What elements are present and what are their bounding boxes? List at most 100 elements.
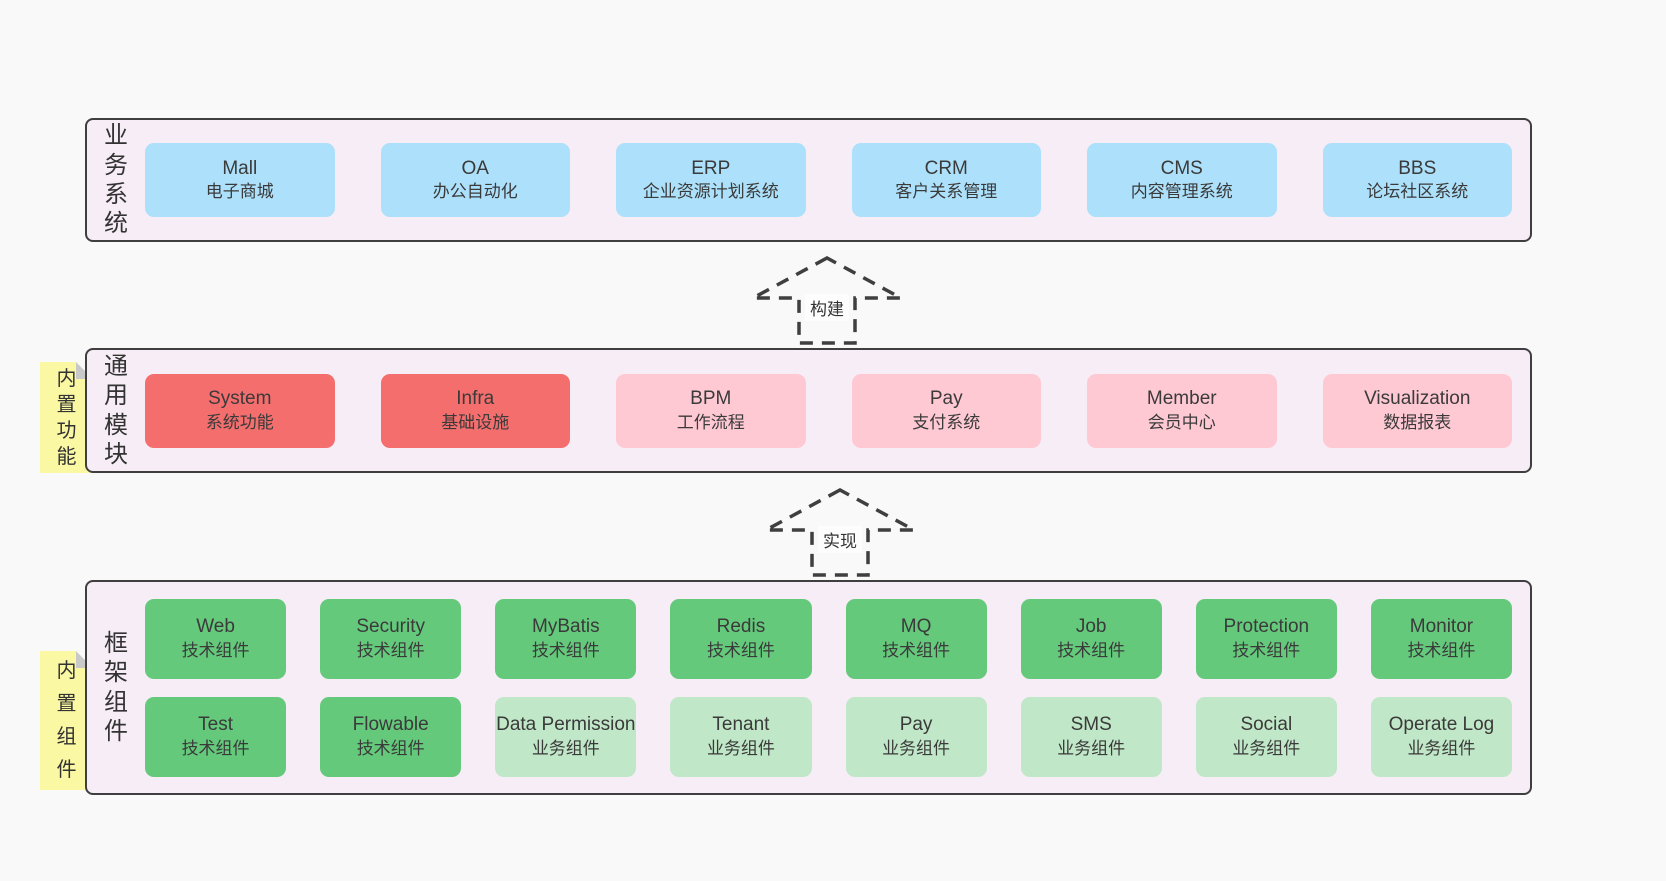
- module-description: 电子商城: [205, 182, 274, 202]
- module-name: Web: [196, 616, 235, 638]
- module-name: CRM: [924, 157, 968, 179]
- module-name: BPM: [690, 388, 732, 410]
- module-name: Protection: [1223, 616, 1310, 638]
- module-name: Pay: [929, 388, 963, 410]
- module-name: ERP: [691, 157, 731, 179]
- module-name: Security: [356, 616, 425, 638]
- module-box-oa: OA 办公自动化: [380, 143, 570, 217]
- module-description: 会员中心: [1147, 412, 1216, 432]
- module-name: MyBatis: [532, 616, 600, 638]
- module-description: 技术组件: [706, 640, 775, 660]
- module-description: 数据报表: [1383, 412, 1452, 432]
- module-name: Infra: [456, 388, 495, 410]
- module-name: Test: [198, 714, 233, 736]
- module-description: 支付系统: [912, 412, 981, 432]
- sticky-note-built-in-components: 内置组件: [40, 651, 93, 790]
- module-name: Flowable: [352, 714, 429, 736]
- section-label-framework-components: 框架组件: [104, 629, 128, 745]
- module-description: 技术组件: [1232, 640, 1301, 660]
- module-description: 技术组件: [1407, 640, 1476, 660]
- module-name: System: [208, 388, 272, 410]
- sticky-note-built-in-features: 内置功能: [40, 362, 93, 473]
- module-box-cms: CMS 内容管理系统: [1087, 143, 1277, 217]
- business-systems-row: Mall 电子商城 OA 办公自动化 ERP 企业资源计划系统 CRM 客户关系管理 CMS 内容…: [145, 143, 1512, 217]
- module-description: 基础设施: [441, 412, 510, 432]
- module-description: 技术组件: [356, 640, 425, 660]
- module-name: SMS: [1070, 714, 1112, 736]
- module-description: 业务组件: [1407, 738, 1476, 758]
- module-description: 客户关系管理: [895, 182, 998, 202]
- module-name: Social: [1240, 714, 1293, 736]
- module-description: 业务组件: [1057, 738, 1126, 758]
- module-description: 工作流程: [676, 412, 745, 432]
- module-description: 技术组件: [882, 640, 951, 660]
- module-description: 技术组件: [531, 640, 600, 660]
- module-description: 技术组件: [181, 640, 250, 660]
- module-name: CMS: [1160, 157, 1203, 179]
- module-name: Tenant: [712, 714, 770, 736]
- sticky-note-label: 内置组件: [56, 659, 77, 781]
- module-description: 业务组件: [531, 738, 600, 758]
- module-description: 企业资源计划系统: [642, 182, 779, 202]
- module-description: 技术组件: [1057, 640, 1126, 660]
- arrow-label-build: 构建: [805, 294, 849, 321]
- module-box-erp: ERP 企业资源计划系统: [616, 143, 806, 217]
- module-description: 系统功能: [205, 412, 274, 432]
- module-name: OA: [461, 157, 489, 179]
- dashed-up-arrow-implement: 实现: [760, 486, 920, 580]
- module-name: Operate Log: [1388, 714, 1495, 736]
- module-name: BBS: [1398, 157, 1437, 179]
- module-name: Data Permission: [496, 714, 636, 736]
- module-description: 业务组件: [882, 738, 951, 758]
- module-description: 办公自动化: [432, 182, 518, 202]
- module-description: 技术组件: [356, 738, 425, 758]
- module-name: Job: [1075, 616, 1107, 638]
- module-name: Mall: [222, 157, 258, 179]
- module-description: 内容管理系统: [1130, 182, 1233, 202]
- module-name: Redis: [716, 616, 766, 638]
- module-box-mall: Mall 电子商城: [145, 143, 335, 217]
- section-label-common-modules: 通用模块: [104, 352, 128, 468]
- module-name: Monitor: [1409, 616, 1474, 638]
- section-label-business-systems: 业务系统: [104, 122, 128, 238]
- module-name: Visualization: [1364, 388, 1471, 410]
- module-name: MQ: [900, 616, 932, 638]
- dashed-up-arrow-build: 构建: [747, 254, 907, 348]
- module-name: Member: [1146, 388, 1217, 410]
- sticky-note-label: 内置功能: [56, 367, 77, 468]
- section-business-systems: 业务系统 Mall 电子商城 OA 办公自动化 ERP 企业资源计划系统 CRM 客户关系管理…: [85, 118, 1532, 242]
- module-description: 技术组件: [181, 738, 250, 758]
- module-box-crm: CRM 客户关系管理: [851, 143, 1041, 217]
- arrow-label-implement: 实现: [818, 526, 862, 553]
- module-name: Pay: [899, 714, 933, 736]
